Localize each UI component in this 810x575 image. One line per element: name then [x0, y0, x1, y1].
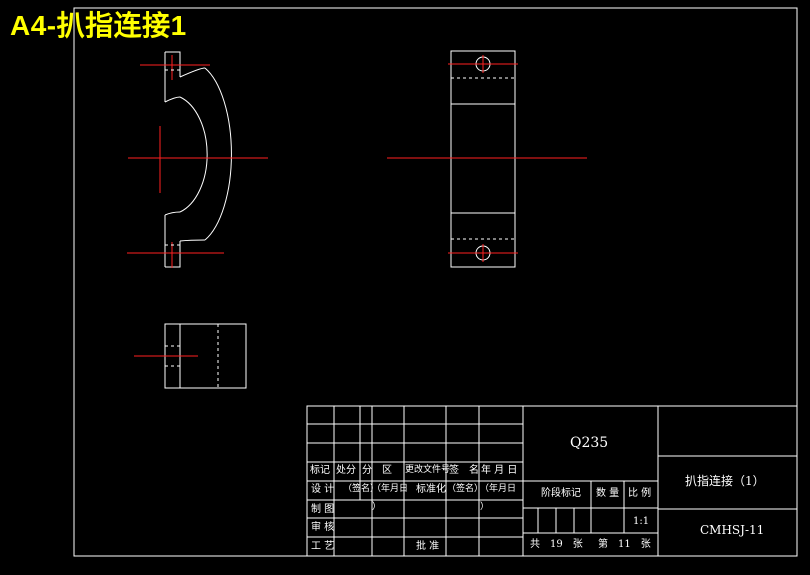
- tb-review-label: 审 核: [311, 522, 335, 533]
- tb-standardize-date: （年月日: [480, 484, 517, 494]
- tb-mark-label: 标记: [310, 465, 330, 476]
- tb-change-doc-label: 更改文件号: [405, 465, 451, 475]
- tb-stage-mark-label: 阶段标记: [541, 488, 581, 499]
- tb-standardize-sign: （签名）: [447, 484, 484, 494]
- tb-approve-label: 批 准: [416, 541, 440, 552]
- tb-drawing-number: CMHSJ-11: [700, 523, 765, 537]
- tb-material: Q235: [570, 435, 609, 451]
- tb-drafting-label: 制 图: [311, 504, 335, 515]
- tb-design-date: （年月日: [372, 484, 409, 494]
- tb-zone-label: 分 区: [362, 465, 392, 476]
- tb-count-label: 处分: [336, 465, 356, 476]
- half-ring-centerlines: [127, 55, 268, 268]
- side-view-centerlines: [387, 55, 587, 262]
- tb-design-label: 设 计: [311, 484, 335, 495]
- title-block: [306, 405, 798, 557]
- tb-total-sheets: 共 19 张: [530, 539, 583, 550]
- tb-scale-value: 1:1: [633, 516, 650, 527]
- tb-ratio-label: 比 例: [628, 488, 652, 499]
- half-ring-hidden-lines: [165, 69, 180, 246]
- half-ring-view: [164, 51, 232, 268]
- top-view-hidden-lines: [165, 324, 219, 388]
- tb-process-label: 工 艺: [311, 541, 335, 552]
- tb-paren-2: ）: [480, 502, 490, 512]
- tb-sheet-number: 第 11 张: [598, 539, 651, 550]
- tb-design-sign: （签名）: [343, 484, 380, 494]
- tb-paren-1: ）: [372, 502, 382, 512]
- tb-weight-label: 数 量: [596, 488, 620, 499]
- tb-part-name: 扒指连接（1）: [685, 474, 765, 488]
- tb-standardize-label: 标准化: [416, 484, 446, 495]
- side-view: [450, 50, 516, 268]
- tb-signature-label: 签 名: [449, 465, 479, 476]
- side-view-hidden-lines: [451, 77, 515, 240]
- tb-date-label: 年 月 日: [481, 465, 518, 476]
- drawing-title: A4-扒指连接1: [10, 10, 187, 41]
